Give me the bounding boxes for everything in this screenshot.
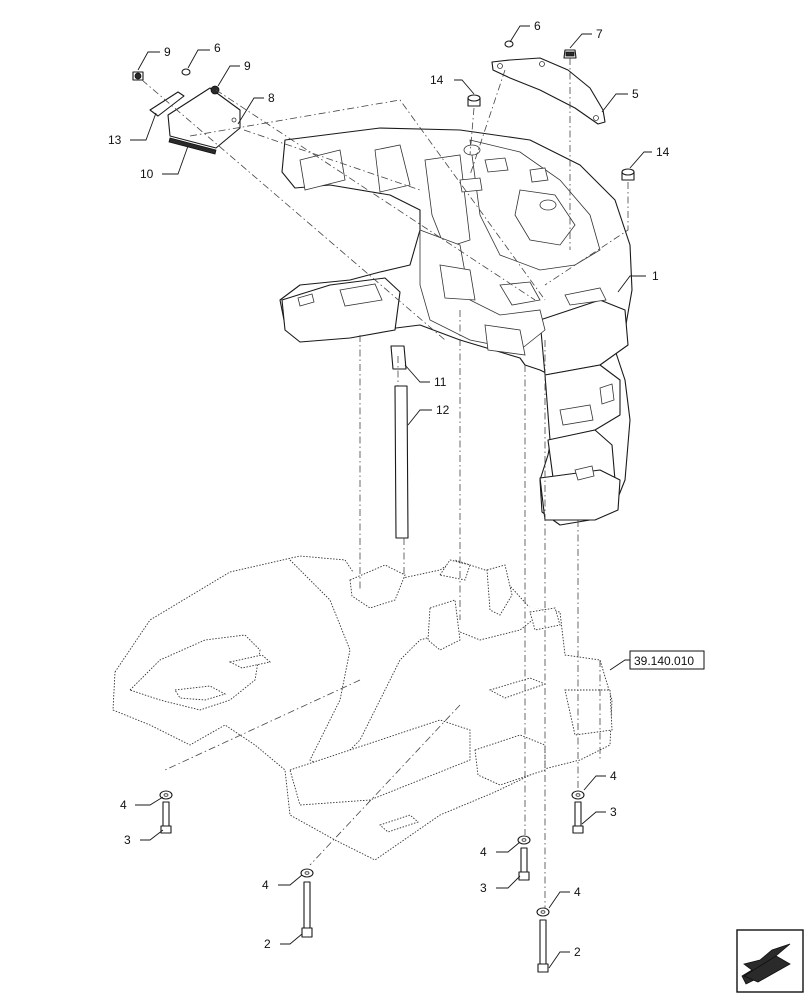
callout-6: 6: [534, 19, 541, 33]
callout-6: 6: [214, 41, 221, 55]
plug-14-center: [467, 94, 481, 107]
callout-3: 3: [480, 881, 487, 895]
washer-4-d: [300, 868, 314, 878]
washer-4-e: [536, 907, 550, 917]
block-11: [390, 345, 407, 370]
seal-strip-10: [168, 137, 217, 155]
arrow-icon[interactable]: [736, 929, 804, 993]
callout-14: 14: [656, 145, 670, 159]
callout-2: 2: [264, 937, 271, 951]
callout-2: 2: [574, 945, 581, 959]
callout-9: 9: [244, 59, 251, 73]
bolt-2-a: [301, 881, 313, 938]
callout-3: 3: [610, 805, 617, 819]
callout-10: 10: [140, 167, 154, 181]
callouts: 9 6 9 8 13 10 6 7 5 14 14 1 11 12 4 3 4 …: [108, 19, 670, 959]
washer-6-left: [181, 68, 191, 76]
base-frame: [112, 555, 613, 861]
bolt-2-b: [537, 919, 549, 973]
washer-4-c: [517, 835, 531, 845]
counterweight: [279, 127, 633, 526]
leader-lines: [130, 25, 652, 969]
callout-9: 9: [164, 45, 171, 59]
callout-4: 4: [262, 878, 269, 892]
cover-plate-5: [491, 57, 606, 125]
bolt-3-c: [518, 847, 530, 881]
bolt-9-left: [132, 71, 144, 81]
bar-12: [394, 385, 409, 539]
callout-12: 12: [436, 403, 450, 417]
callout-11: 11: [434, 375, 447, 389]
plug-14-right: [621, 168, 635, 181]
cover-plate-8: [167, 87, 241, 149]
bolt-7: [563, 49, 577, 59]
callout-14: 14: [430, 73, 444, 87]
center-lines: [141, 58, 629, 910]
washer-4-b: [571, 790, 585, 800]
callout-5: 5: [632, 87, 639, 101]
callout-8: 8: [268, 91, 275, 105]
bolt-9-right: [210, 85, 220, 95]
callout-4: 4: [574, 885, 581, 899]
reference-link[interactable]: 39.140.010: [629, 650, 705, 670]
callout-4: 4: [610, 769, 617, 783]
bolt-3-b: [572, 801, 584, 834]
callout-7: 7: [596, 27, 603, 41]
washer-6-right: [504, 40, 514, 48]
bolt-3-a: [160, 801, 172, 834]
callout-4: 4: [480, 845, 487, 859]
callout-1: 1: [652, 269, 659, 283]
callout-13: 13: [108, 133, 122, 147]
callout-4: 4: [120, 798, 127, 812]
reference-label[interactable]: 39.140.010: [634, 654, 694, 668]
callout-3: 3: [124, 833, 131, 847]
